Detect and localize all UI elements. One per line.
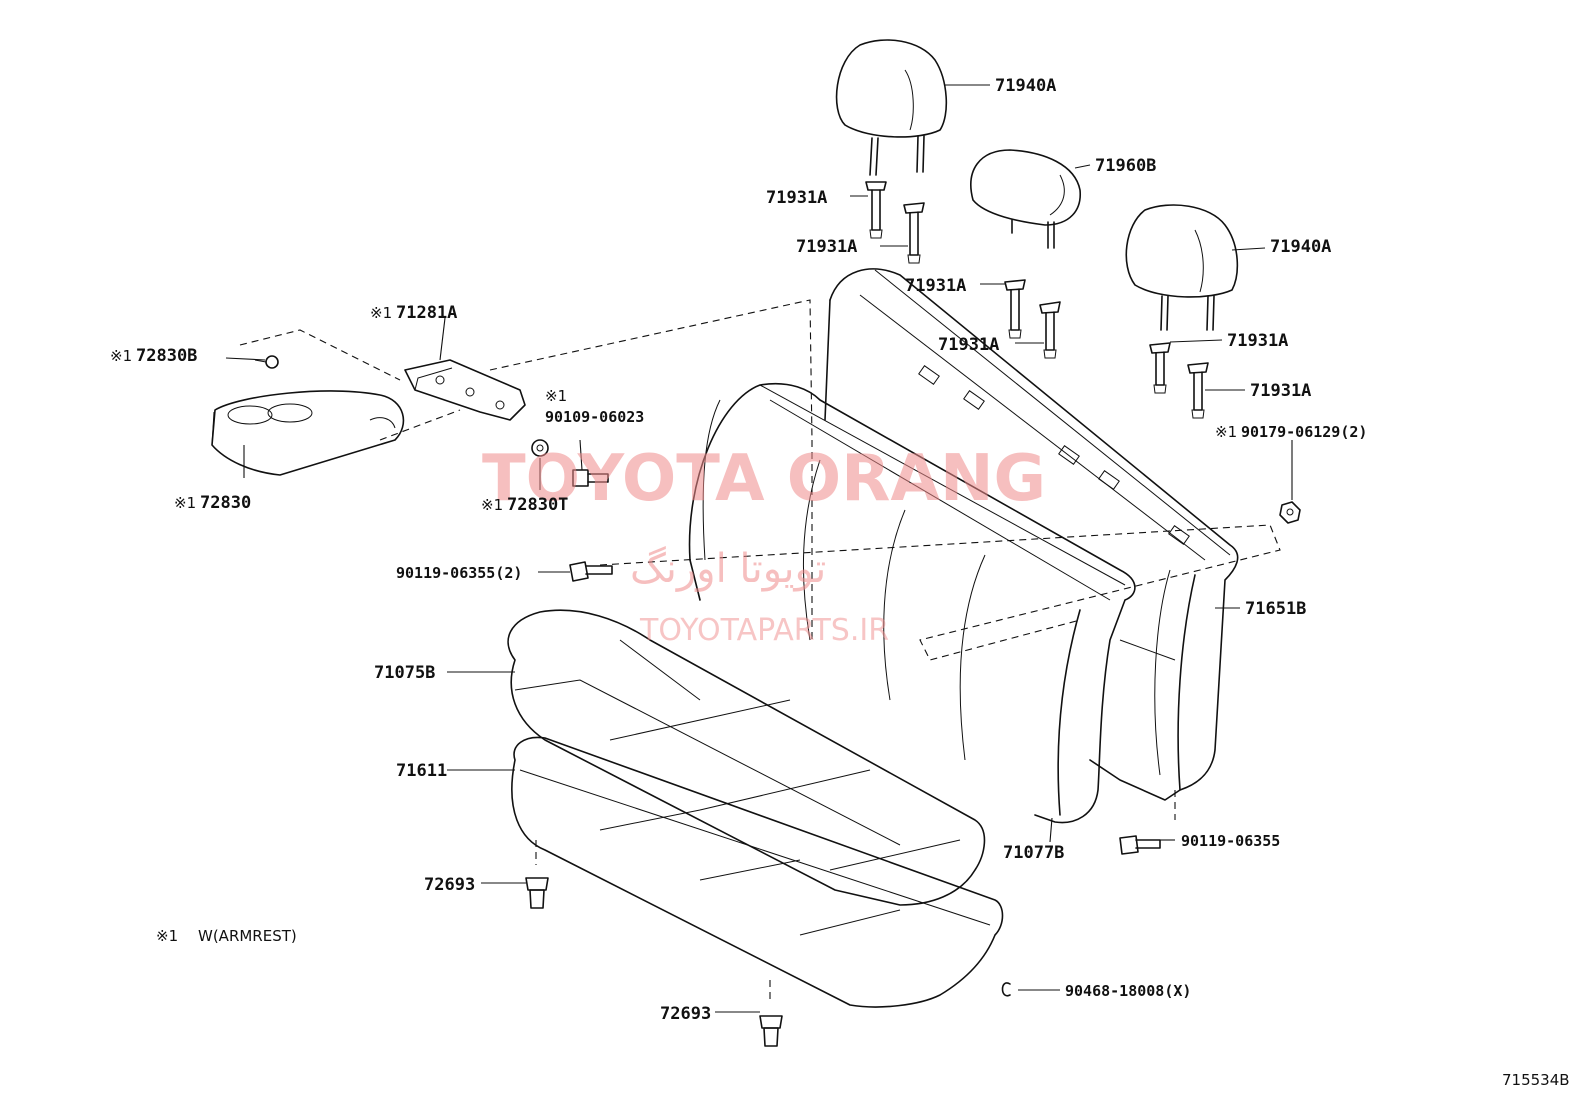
label-72830[interactable]: 72830	[200, 493, 251, 513]
support-71931a-2[interactable]	[903, 202, 925, 264]
armrest-72830[interactable]	[211, 390, 405, 476]
label-90109-06023[interactable]: 90109-06023	[545, 408, 644, 426]
hinge-71281a[interactable]	[404, 359, 526, 421]
footnote-mark: ※1	[156, 927, 178, 945]
mark-71281a: ※1	[370, 304, 392, 322]
seat-back-cover-71077b[interactable]	[688, 382, 1136, 824]
label-90179-06129[interactable]: 90179-06129(2)	[1241, 423, 1367, 441]
label-72693-1[interactable]: 72693	[424, 875, 475, 895]
mark-72830: ※1	[174, 494, 196, 512]
label-72830b[interactable]: 72830B	[136, 346, 197, 366]
label-90468-18008[interactable]: 90468-18008(X)	[1065, 982, 1191, 1000]
clip-72693-2[interactable]	[759, 1015, 783, 1047]
headrest-71940a-top[interactable]	[835, 39, 948, 176]
headrest-71960b[interactable]	[970, 149, 1081, 249]
label-71931a-5[interactable]: 71931A	[1227, 331, 1288, 351]
footnote-text: W(ARMREST)	[198, 927, 297, 945]
assembly-lines	[239, 299, 1281, 1000]
label-71651b[interactable]: 71651B	[1245, 599, 1306, 619]
nut-90179-06129[interactable]	[1279, 501, 1301, 524]
support-71931a-3[interactable]	[1004, 279, 1026, 339]
support-71931a-1[interactable]	[865, 181, 887, 239]
bolt-90119-06355[interactable]	[1119, 835, 1161, 855]
seat-back-71651b[interactable]	[824, 268, 1239, 801]
support-71931a-6[interactable]	[1187, 362, 1209, 419]
part-labels: 71940A 71960B 71940A 71931A 71931A 71931…	[110, 76, 1367, 1024]
cover-72830t[interactable]	[531, 439, 549, 457]
clip-72693-1[interactable]	[525, 877, 549, 909]
label-71940a-right[interactable]: 71940A	[1270, 237, 1331, 257]
label-71931a-4[interactable]: 71931A	[938, 335, 999, 355]
watermark: TOYOTA ORANG تویوتا اورنگ TOYOTAPARTS.IR	[482, 442, 1046, 648]
screw-90109-06023[interactable]	[572, 469, 609, 487]
label-71281a[interactable]: 71281A	[396, 303, 457, 323]
label-71931a-2[interactable]: 71931A	[796, 237, 857, 257]
leader-lines	[225, 84, 1293, 1013]
headrest-71940a-right[interactable]	[1125, 204, 1239, 331]
label-71940a-top[interactable]: 71940A	[995, 76, 1056, 96]
label-71931a-1[interactable]: 71931A	[766, 188, 827, 208]
watermark-line3: TOYOTAPARTS.IR	[639, 613, 889, 648]
label-71931a-6[interactable]: 71931A	[1250, 381, 1311, 401]
watermark-line1: TOYOTA ORANG	[482, 442, 1046, 516]
mark-90179: ※1	[1215, 423, 1237, 441]
label-90119-06355-2[interactable]: 90119-06355(2)	[396, 564, 522, 582]
bolt-90119-06355-2[interactable]	[569, 561, 613, 582]
cap-72830b[interactable]	[254, 355, 279, 369]
mark-72830b: ※1	[110, 347, 132, 365]
label-71075b[interactable]: 71075B	[374, 663, 435, 683]
mark-72830t: ※1	[481, 496, 503, 514]
seat-cushion-cover-71075b[interactable]	[507, 609, 986, 906]
label-71960b[interactable]: 71960B	[1095, 156, 1156, 176]
diagram-code: 715534B	[1502, 1071, 1570, 1089]
ring-90468-18008[interactable]	[1001, 982, 1011, 997]
footnote: ※1 W(ARMREST)	[156, 927, 297, 945]
mark-90109: ※1	[545, 387, 567, 405]
watermark-line2: تویوتا اورنگ	[630, 546, 826, 592]
support-71931a-5[interactable]	[1149, 342, 1171, 394]
label-71077b[interactable]: 71077B	[1003, 843, 1064, 863]
support-71931a-4[interactable]	[1039, 301, 1061, 359]
label-72830t[interactable]: 72830T	[507, 495, 568, 515]
headrest-supports	[865, 181, 1209, 419]
label-72693-2[interactable]: 72693	[660, 1004, 711, 1024]
label-90119-06355[interactable]: 90119-06355	[1181, 832, 1280, 850]
seat-cushion-pad-71611[interactable]	[511, 736, 1004, 1008]
label-71931a-3[interactable]: 71931A	[905, 276, 966, 296]
label-71611[interactable]: 71611	[396, 761, 447, 781]
